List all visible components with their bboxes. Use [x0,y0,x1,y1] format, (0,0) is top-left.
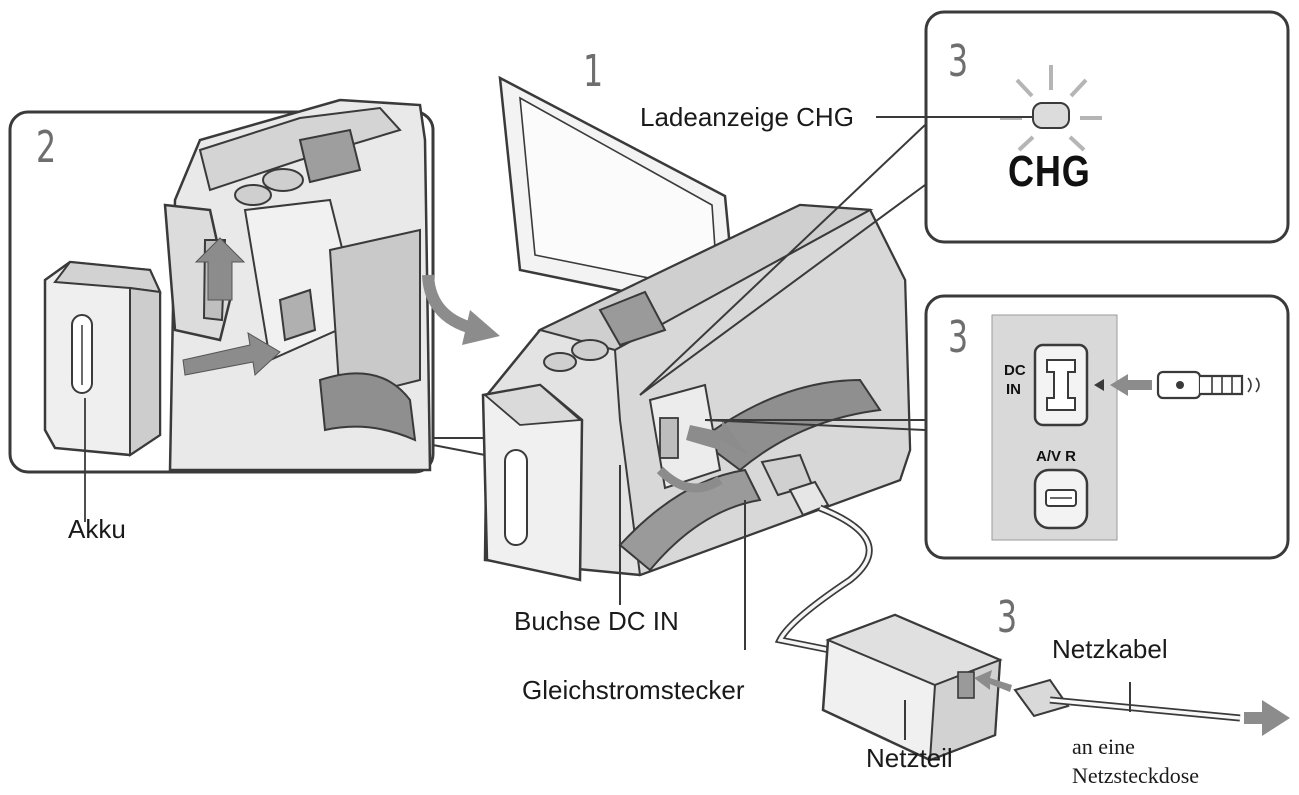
inset-chg-box [924,10,1290,244]
step-number-open-monitor: 1 [583,46,604,97]
label-to-outlet-line2: Netzsteckdose [1072,763,1200,788]
label-dc-in-jack: Buchse DC IN [514,606,679,636]
step-number-charge-lamp: 3 [948,36,969,87]
inset-dcin-box [924,294,1290,560]
panel-label-in: IN [1006,381,1021,398]
panel-label-avr: A/V R [1036,448,1077,465]
inset-battery-box [8,98,435,522]
label-to-outlet-line1: an eine [1072,734,1135,759]
step-number-adapter: 3 [997,592,1018,643]
label-dc-plug: Gleichstromstecker [522,675,745,705]
label-battery: Akku [68,514,126,544]
panel-label-dc: DC [1004,362,1026,379]
camcorder-main [422,75,912,654]
label-ac-adapter: Netzteil [866,743,953,773]
callout-lines [432,116,1131,740]
label-chg: CHG [1008,147,1091,196]
label-power-cord: Netzkabel [1052,634,1168,664]
step-number-jack: 3 [948,312,969,363]
step-number-battery: 2 [36,122,57,173]
label-charge-lamp: Ladeanzeige CHG [640,102,854,132]
ac-adapter [821,613,1290,762]
